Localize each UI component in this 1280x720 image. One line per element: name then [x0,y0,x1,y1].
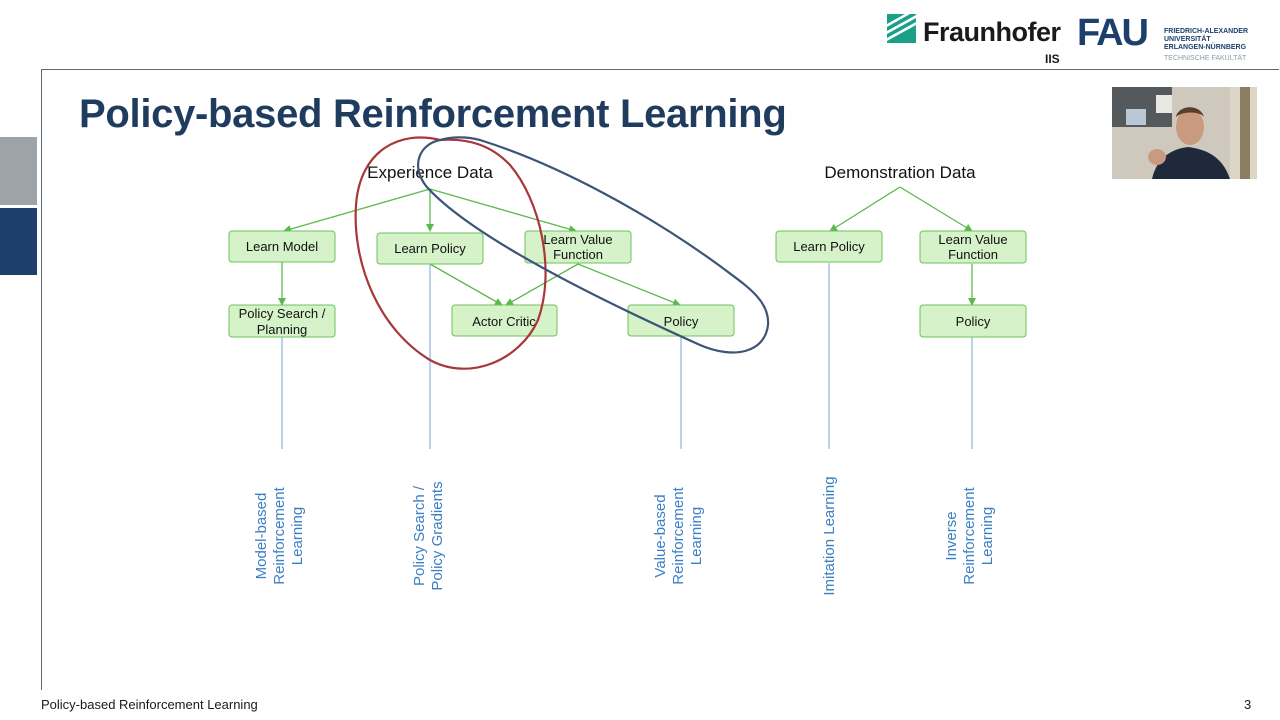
svg-text:Planning: Planning [257,322,308,337]
category-inverse-rl: Inverse Reinforcement Learning [943,486,996,584]
node-policy-experience: Policy [627,304,735,337]
diagram-arrows [278,186,976,307]
svg-text:Function: Function [553,247,603,262]
svg-text:Value-based: Value-based [652,494,669,577]
svg-text:Learning: Learning [289,507,306,565]
presenter-webcam [1112,87,1257,179]
arrow-experience-learn-model [283,188,431,233]
blue-annotation-loop [416,136,770,354]
fau-mark: FAU [1077,12,1149,54]
svg-text:Imitation Learning: Imitation Learning [821,476,838,595]
svg-text:Policy Search /: Policy Search / [411,485,428,586]
svg-text:Inverse: Inverse [943,511,960,560]
sidebar-tab-navy[interactable] [0,208,37,275]
arrow-learn-value-actor-critic [505,263,579,306]
footer-title: Policy-based Reinforcement Learning [41,697,258,712]
svg-text:Policy: Policy [956,314,991,329]
fraunhofer-mark-icon [887,14,916,43]
svg-text:Learn Policy: Learn Policy [394,241,466,256]
svg-text:Model-based: Model-based [253,493,270,580]
arrow-demonstration-learn-value [899,186,973,232]
category-model-based-rl: Model-based Reinforcement Learning [253,486,306,584]
fau-faculty: TECHNISCHE FAKULTÄT [1164,55,1247,62]
svg-text:Actor Critic: Actor Critic [472,314,536,329]
node-learn-value-function-demonstration: Learn Value Function [919,230,1027,264]
svg-text:Learning: Learning [688,507,705,565]
node-learn-model: Learn Model [228,230,336,263]
slide-title: Policy-based Reinforcement Learning [79,92,787,136]
fau-university-name: FRIEDRICH-ALEXANDER UNIVERSITÄT ERLANGEN… [1164,28,1248,51]
svg-text:Function: Function [948,247,998,262]
node-learn-value-function-experience: Learn Value Function [524,230,632,264]
fau-logo: FAU FRIEDRICH-ALEXANDER UNIVERSITÄT ERLA… [1077,14,1257,66]
svg-text:Learn Value: Learn Value [543,232,612,247]
svg-text:Learn Policy: Learn Policy [793,239,865,254]
fraunhofer-logo: Fraunhofer IIS [887,14,1067,66]
svg-text:Learn Model: Learn Model [246,239,318,254]
category-value-based-rl: Value-based Reinforcement Learning [652,486,705,584]
fraunhofer-institute: IIS [1045,52,1060,66]
category-connectors [281,263,973,449]
arrow-demonstration-learn-policy [829,186,901,232]
category-imitation-learning: Imitation Learning [821,476,838,595]
svg-text:Reinforcement: Reinforcement [670,486,687,584]
page-number: 3 [1244,697,1252,712]
svg-text:Reinforcement: Reinforcement [271,486,288,584]
node-learn-policy-experience: Learn Policy [376,232,484,265]
demonstration-data-label: Demonstration Data [824,163,976,182]
node-policy-demonstration: Policy [919,304,1027,338]
node-policy-search-planning: Policy Search / Planning [228,304,336,338]
category-policy-search-gradients: Policy Search / Policy Gradients [411,481,446,590]
slide-frame [41,69,1279,690]
experience-data-label: Experience Data [367,163,493,182]
node-actor-critic: Actor Critic [451,304,558,337]
svg-text:Learning: Learning [979,507,996,565]
presenter-video-image [1112,87,1257,179]
svg-text:Policy: Policy [664,314,699,329]
svg-text:Policy Search /: Policy Search / [239,306,326,321]
red-annotation-circle [354,136,547,370]
arrow-learn-policy-actor-critic [429,263,503,306]
fraunhofer-name: Fraunhofer [923,17,1061,47]
arrow-experience-learn-value [429,188,577,233]
svg-text:Reinforcement: Reinforcement [961,486,978,584]
svg-text:Learn Value: Learn Value [938,232,1007,247]
node-learn-policy-demonstration: Learn Policy [775,230,883,263]
svg-text:Policy Gradients: Policy Gradients [429,481,446,590]
sidebar-tab-grey[interactable] [0,137,37,205]
arrow-learn-value-policy [577,263,681,307]
